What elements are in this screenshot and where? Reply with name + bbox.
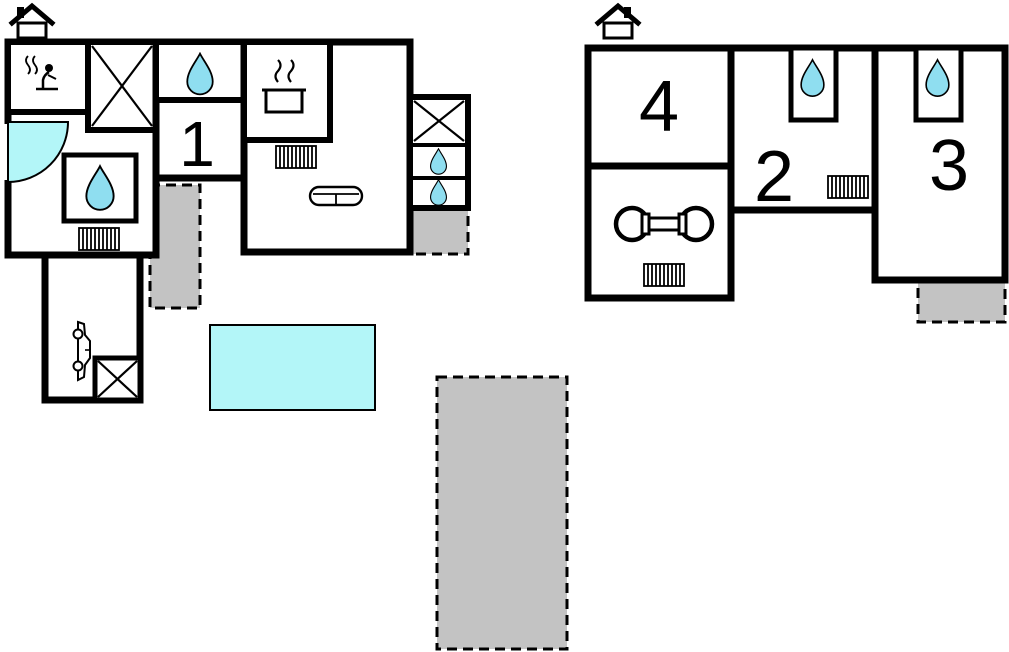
- cross-annex-icon: [413, 100, 465, 142]
- room-sauna: [5, 39, 91, 115]
- sofa-icon: [308, 185, 364, 207]
- stove-icon: [262, 59, 306, 114]
- room-3-label: 3: [929, 126, 969, 206]
- radiator-icon: [275, 145, 317, 169]
- room-4-label: 4: [639, 67, 679, 147]
- terrace-large: [435, 375, 569, 651]
- swimming-pool: [209, 324, 376, 411]
- room-1-label: 1: [179, 108, 215, 180]
- door-arc-icon: [7, 121, 70, 184]
- radiator-icon: [827, 175, 869, 199]
- radiator-icon: [78, 227, 120, 251]
- balcony-terrace: [916, 278, 1007, 324]
- car-icon: [72, 320, 91, 382]
- room-2-label: 2: [754, 137, 794, 217]
- radiator-icon: [643, 263, 685, 287]
- terrace-annex: [410, 206, 470, 256]
- sauna-icon: [25, 55, 58, 91]
- upper-floor-plan: 4 2 3: [584, 2, 1009, 324]
- cross-garage-icon: [97, 360, 138, 398]
- floor-1-house-icon: [8, 2, 56, 40]
- cross-closet-icon: [91, 45, 153, 127]
- floor-2-house-icon: [594, 2, 642, 40]
- dumbbell-icon: [613, 205, 715, 243]
- ground-floor-plan: 1: [4, 2, 569, 651]
